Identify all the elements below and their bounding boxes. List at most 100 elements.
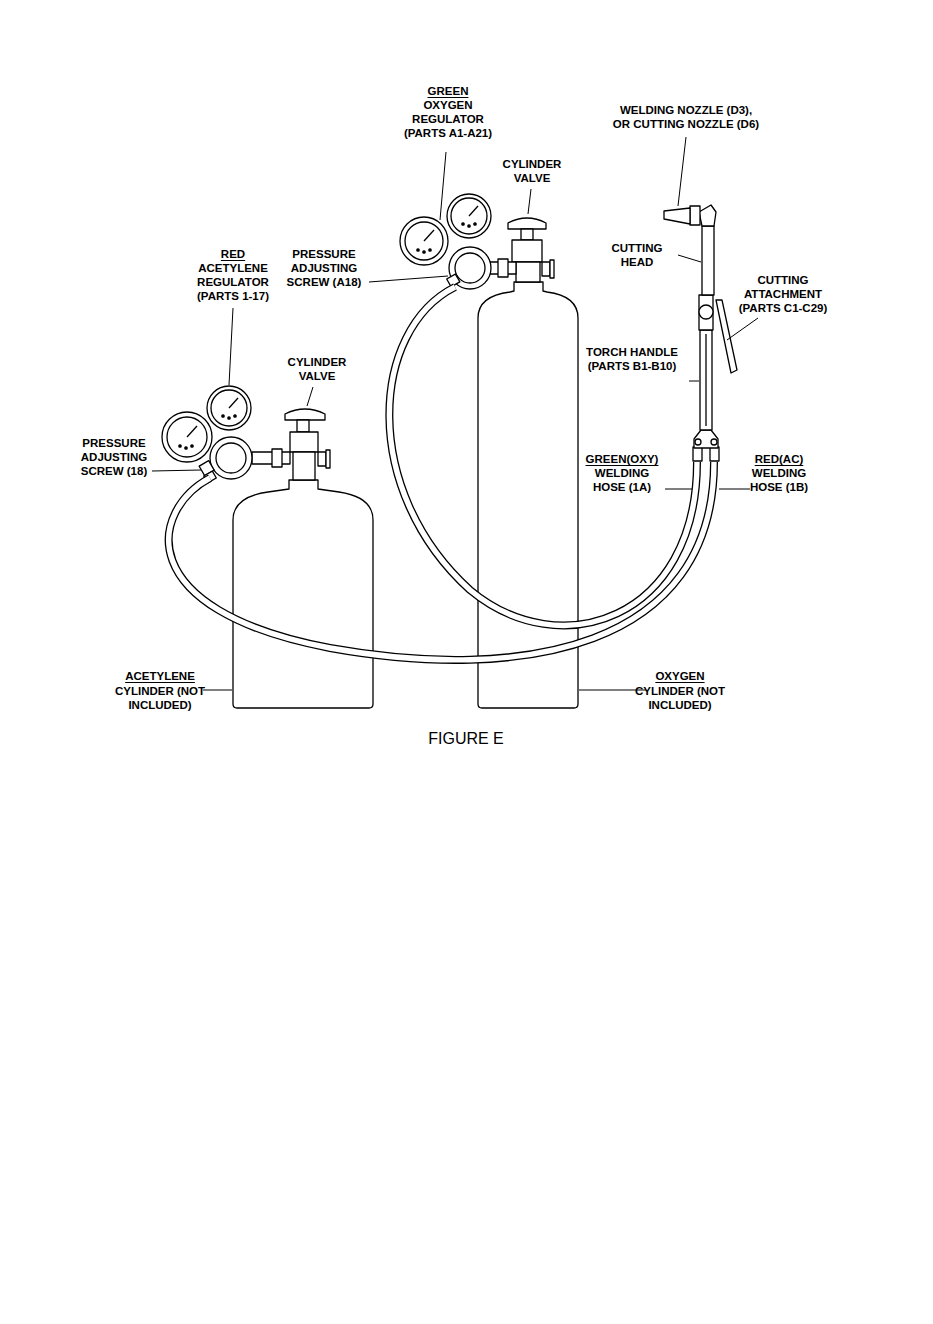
leader-line	[719, 489, 750, 490]
acetylene-cylinder-valve	[252, 409, 330, 480]
part-label: PRESSURE ADJUSTING SCREW (18)	[74, 436, 154, 478]
leader-line	[229, 308, 233, 385]
oxygen-cylinder-valve	[498, 259, 508, 277]
heading-label: ACETYLENE	[125, 669, 195, 683]
oxygen-regulator	[424, 230, 434, 241]
acetylene-cylinder	[233, 480, 373, 708]
cutting-torch	[693, 447, 702, 461]
leader-line	[678, 137, 686, 206]
leader-line	[203, 690, 232, 691]
acetylene-regulator	[229, 398, 238, 408]
leader-line	[678, 255, 701, 262]
heading-label: GREEN(OXY)	[586, 452, 659, 466]
acetylene-regulator	[185, 447, 187, 449]
part-label: CYLINDER VALVE	[277, 355, 357, 383]
acetylene-cylinder-valve	[272, 449, 282, 467]
cutting-torch	[690, 206, 700, 225]
cutting-torch	[699, 205, 716, 226]
welding-hose	[169, 462, 714, 660]
oxygen-regulator	[417, 249, 419, 251]
acetylene-cylinder-valve	[252, 452, 290, 464]
acetylene-regulator	[222, 415, 224, 417]
oxygen-cylinder-valve	[516, 262, 540, 282]
leader-line	[369, 276, 448, 282]
part-label: CUTTING HEAD	[602, 241, 672, 269]
welding-hose	[169, 287, 714, 660]
leader-line	[152, 470, 201, 471]
part-label: CUTTING ATTACHMENT (PARTS C1-C29)	[728, 273, 838, 315]
oxygen-cylinder-valve	[490, 218, 554, 282]
part-label: CYLINDER VALVE	[492, 157, 572, 185]
cutting-torch	[664, 208, 690, 224]
oxygen-regulator	[451, 198, 487, 234]
part-label: WELDING HOSE (1B)	[744, 466, 814, 494]
leader-line	[689, 381, 699, 382]
oxygen-regulator	[468, 225, 470, 227]
acetylene-cylinder-valve	[285, 409, 325, 420]
acetylene-regulator	[207, 386, 251, 430]
leader-line	[152, 137, 758, 690]
acetylene-regulator	[191, 445, 193, 447]
oxygen-regulator	[455, 253, 485, 283]
cutting-torch	[705, 334, 706, 426]
welding-hose	[389, 287, 697, 625]
oxygen-cylinder-valve	[521, 229, 533, 240]
oxygen-regulator	[429, 249, 431, 251]
leader-line	[665, 489, 692, 490]
oxygen-regulator	[474, 223, 476, 225]
acetylene-cylinder-valve	[293, 452, 315, 480]
oxygen-regulator	[400, 194, 491, 289]
oxygen-regulator	[423, 251, 425, 253]
oxygen-regulator	[405, 222, 443, 260]
part-label: PRESSURE ADJUSTING SCREW (A18)	[284, 247, 364, 289]
acetylene-cylinder-valve	[326, 450, 330, 468]
figure-caption: FIGURE E	[428, 730, 504, 748]
heading-label: RED(AC)	[755, 452, 804, 466]
acetylene-cylinder-valve	[318, 452, 326, 466]
acetylene-regulator	[211, 390, 247, 426]
cutting-torch	[699, 305, 713, 319]
part-label: TORCH HANDLE (PARTS B1-B10)	[580, 345, 685, 373]
acetylene-cylinder-valve	[297, 420, 309, 432]
acetylene-regulator	[228, 417, 230, 419]
cutting-torch	[699, 295, 713, 330]
heading-label: RED	[221, 247, 245, 261]
oxygen-regulator	[400, 217, 448, 265]
acetylene-regulator	[162, 386, 252, 483]
oxygen-regulator	[469, 206, 478, 216]
leader-line	[727, 318, 758, 340]
leader-line	[440, 152, 446, 220]
acetylene-regulator	[162, 412, 212, 462]
acetylene-regulator	[179, 445, 181, 447]
oxygen-cylinder-valve	[508, 218, 546, 229]
cutting-torch	[711, 439, 717, 445]
part-label: CYLINDER (NOT INCLUDED)	[623, 684, 738, 712]
acetylene-regulator	[167, 417, 207, 457]
acetylene-cylinder	[233, 480, 373, 708]
leader-line	[528, 189, 531, 214]
heading-label: OXYGEN	[655, 669, 704, 683]
heading-label: GREEN	[428, 84, 469, 98]
acetylene-regulator	[187, 426, 197, 437]
oxygen-regulator	[447, 194, 491, 238]
cutting-torch	[710, 447, 719, 461]
part-label: ACETYLENE REGULATOR (PARTS 1-17)	[181, 261, 286, 303]
cutting-torch	[695, 439, 701, 445]
cutting-torch	[694, 430, 718, 448]
welding-hose	[169, 462, 714, 660]
oxygen-cylinder-valve	[542, 262, 550, 276]
part-label: WELDING HOSE (1A)	[585, 466, 660, 494]
part-label: OXYGEN REGULATOR (PARTS A1-A21)	[393, 98, 503, 140]
oxygen-cylinder-valve	[550, 260, 554, 278]
cutting-torch	[716, 300, 737, 373]
acetylene-regulator	[210, 437, 252, 479]
oxygen-cylinder-valve	[512, 240, 542, 262]
cutting-torch	[702, 226, 714, 295]
acetylene-regulator	[216, 443, 246, 473]
cutting-torch	[700, 330, 712, 430]
part-label: WELDING NOZZLE (D3), OR CUTTING NOZZLE (…	[604, 103, 769, 131]
leader-line	[307, 387, 313, 406]
oxygen-regulator	[462, 223, 464, 225]
